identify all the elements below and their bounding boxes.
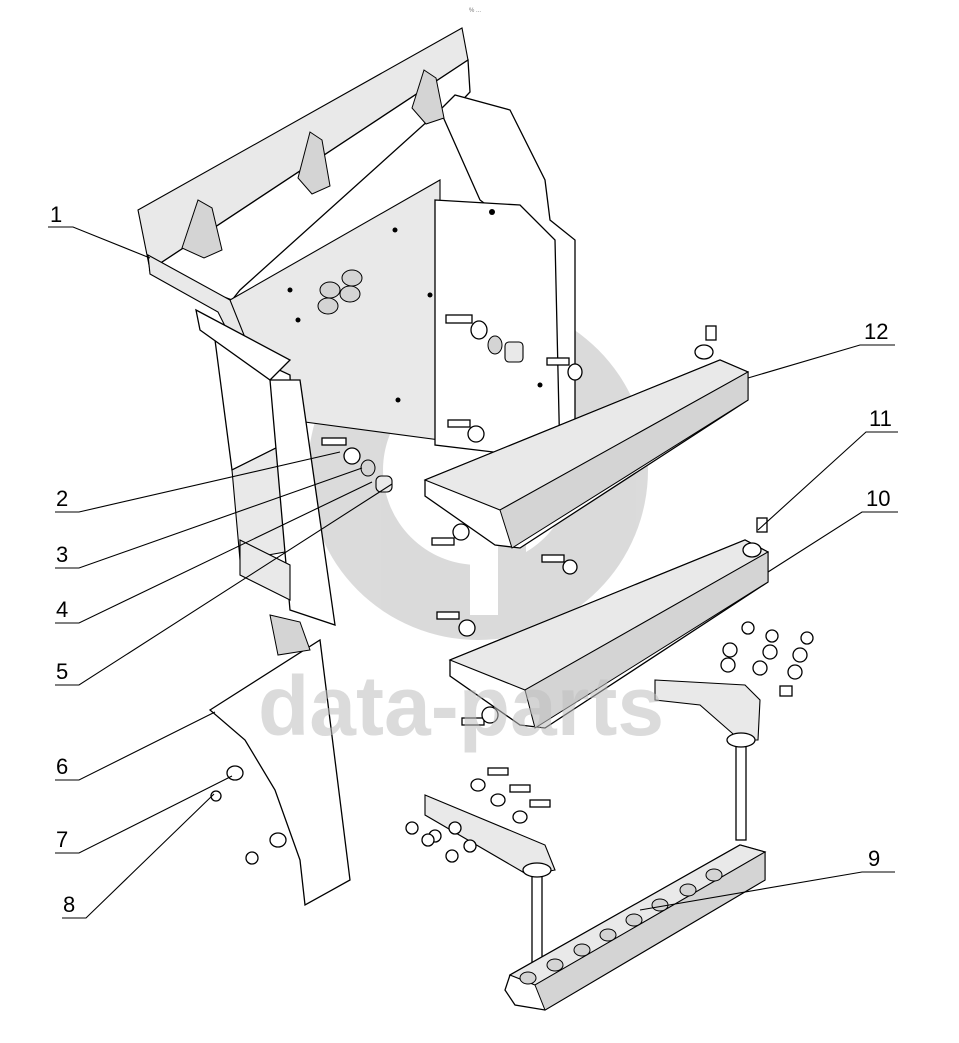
leader-9 xyxy=(639,871,895,911)
callout-8: 8 xyxy=(63,892,75,917)
leader-8 xyxy=(62,793,215,919)
leader-3 xyxy=(55,467,363,569)
leader-4 xyxy=(55,481,373,624)
watermark-text: data-parts xyxy=(258,659,664,753)
lower-step-tread-part xyxy=(448,539,770,729)
callout-7: 7 xyxy=(56,827,68,852)
callout-6: 6 xyxy=(56,754,68,779)
callout-10: 10 xyxy=(866,486,890,511)
callout-leaders xyxy=(48,226,898,919)
leader-11 xyxy=(757,431,898,531)
callout-5: 5 xyxy=(56,659,68,684)
leader-10 xyxy=(767,511,898,573)
leader-5 xyxy=(55,483,393,686)
callout-9: 9 xyxy=(868,846,880,871)
leader-12 xyxy=(747,344,895,379)
leader-6 xyxy=(55,711,216,781)
bracket-fasteners xyxy=(321,314,583,493)
hanging-footstep-part xyxy=(424,679,767,1011)
callout-12: 12 xyxy=(864,319,888,344)
header-mark: % ... xyxy=(469,8,481,14)
leader-1 xyxy=(48,226,151,259)
hanger-fasteners xyxy=(405,621,814,863)
tread-fasteners xyxy=(431,325,768,726)
mudflap-part xyxy=(208,614,351,907)
leader-2 xyxy=(55,451,341,513)
callout-2: 2 xyxy=(56,486,68,511)
callout-11: 11 xyxy=(869,406,892,431)
callout-4: 4 xyxy=(56,597,68,622)
callout-1: 1 xyxy=(50,202,62,227)
mudguard-bracket-part xyxy=(137,27,576,626)
callout-3: 3 xyxy=(56,542,68,567)
upper-step-tread-part xyxy=(423,359,750,549)
leader-7 xyxy=(55,775,233,854)
